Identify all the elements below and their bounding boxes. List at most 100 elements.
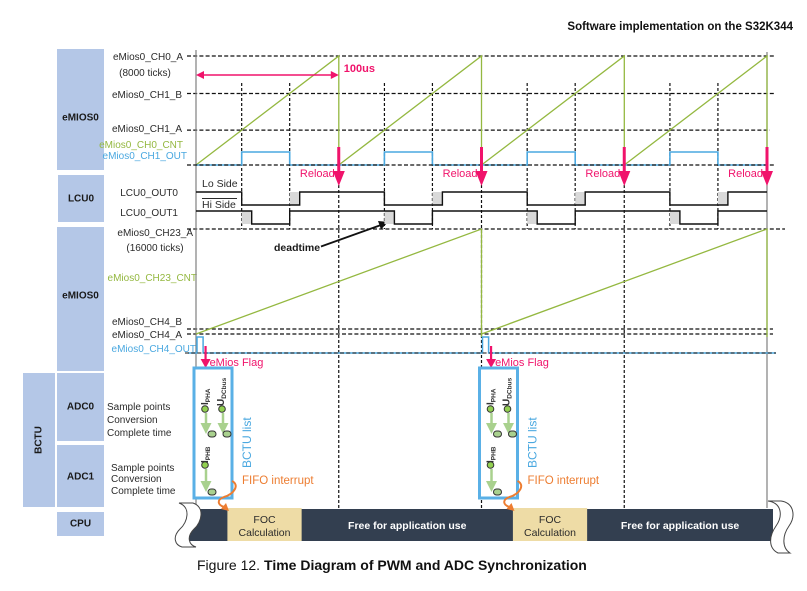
bctu-list-label: BCTU list <box>526 417 540 468</box>
bctu-list-label: BCTU list <box>240 417 254 468</box>
label-ch23-a: eMios0_CH23_A <box>117 228 193 239</box>
hi-side-label: Hi Side <box>202 199 236 211</box>
foc-label-line2: Calculation <box>239 527 291 539</box>
emios-flag-label: eMios Flag <box>495 357 549 369</box>
ch0-counter-ramp <box>623 54 768 166</box>
fifo-interrupt-arrowhead-icon <box>221 503 229 511</box>
ch4-out-waveform <box>188 336 776 354</box>
conversion-complete-icon <box>508 430 517 438</box>
reload-arrowhead-icon <box>332 171 345 186</box>
label-ch1-out: eMios0_CH1_OUT <box>103 151 187 162</box>
conversion-complete-icon <box>493 488 502 496</box>
group-adc1: ADC1 <box>57 445 104 507</box>
conversion-complete-icon <box>222 430 232 438</box>
sample-point-icon <box>201 461 209 469</box>
label-ch1-b: eMios0_CH1_B <box>112 90 182 101</box>
lcu-out1-deadtime <box>384 211 395 224</box>
group-emios0-top: eMIOS0 <box>57 49 104 170</box>
group-cpu: CPU <box>57 512 104 536</box>
foc-label-line2: Calculation <box>524 527 576 539</box>
conversion-arrowhead-icon <box>486 423 497 434</box>
ch23-counter-ramp <box>481 228 768 337</box>
fifo-interrupt-arrowhead-icon <box>506 503 515 511</box>
adc1-desc-line: Complete time <box>111 486 176 497</box>
sample-point-icon <box>486 405 495 413</box>
label-ch0-cnt: eMios0_CH0_CNT <box>99 140 183 151</box>
fifo-interrupt-curve <box>503 480 523 508</box>
adc1-desc-line: Conversion <box>111 474 162 485</box>
foc-label-line1: FOC <box>253 514 276 526</box>
reload-label: Reload <box>300 168 335 180</box>
label-ch0-a: eMios0_CH0_A <box>113 52 183 63</box>
conversion-arrowhead-icon <box>200 481 212 492</box>
conversion-complete-icon <box>493 430 502 438</box>
group-adc0: ADC0 <box>57 373 104 441</box>
free-for-application-label: Free for application use <box>348 520 467 532</box>
timeline-break-right-icon <box>767 500 794 554</box>
adc1-desc-line: Sample points <box>111 463 174 474</box>
group-emios0-bottom: eMIOS0 <box>57 227 104 371</box>
lcu-out0-deadtime <box>575 192 586 205</box>
signal-subscript: PHA <box>491 388 498 402</box>
group-label: ADC1 <box>67 472 95 483</box>
signal-symbol: U <box>502 399 513 406</box>
adc0-desc-line: Sample points <box>107 402 170 413</box>
lcu-out0-waveform <box>196 191 767 206</box>
bctu-signal-dcbus-label: UDCbus <box>502 377 514 406</box>
lcu-out0-deadtime <box>432 192 443 205</box>
group-lcu0: LCU0 <box>58 175 104 222</box>
label-ch23-cnt: eMios0_CH23_CNT <box>108 273 197 284</box>
emios-flag-arrowhead-icon <box>486 359 497 368</box>
group-box <box>57 227 104 371</box>
group-box <box>57 373 104 441</box>
label-lcu-out0: LCU0_OUT0 <box>120 188 178 199</box>
bctu-signal-pha-label: IPHA <box>200 388 212 405</box>
adc0-desc-line: Conversion <box>107 415 158 426</box>
signal-subscript: DCbus <box>507 377 514 398</box>
reload-label: Reload <box>728 168 763 180</box>
lcu-out1-deadtime <box>669 211 680 224</box>
free-for-application-label: Free for application use <box>621 520 740 532</box>
label-ch4-out: eMios0_CH4_OUT <box>112 344 196 355</box>
sample-point-icon <box>486 461 495 469</box>
waveforms <box>185 54 776 354</box>
timeline-break-left-icon <box>174 502 202 548</box>
reload-label: Reload <box>443 168 478 180</box>
period-arrow-right-icon <box>330 71 339 79</box>
fifo-interrupt-label: FIFO interrupt <box>242 475 314 487</box>
foc-label-line1: FOC <box>539 514 562 526</box>
conversion-arrowhead-icon <box>217 423 229 434</box>
label-ch4-b: eMios0_CH4_B <box>112 317 182 328</box>
page-header-title: Software implementation on the S32K344 <box>567 21 793 33</box>
group-box <box>58 175 104 222</box>
group-label: CPU <box>70 519 91 530</box>
emios-flag-arrowhead-icon <box>200 359 211 368</box>
deadtime-arrow-line <box>320 224 382 248</box>
foc-calculation-block <box>227 508 302 541</box>
label-ch4-a: eMios0_CH4_A <box>112 330 182 341</box>
bctu-signal-dcbus-label: UDCbus <box>216 377 228 406</box>
ch23-counter-ramp <box>195 228 483 337</box>
reload-label: Reload <box>585 168 620 180</box>
signal-subscript: PHB <box>205 446 212 460</box>
ch0-counter-ramp <box>195 54 340 166</box>
conversion-arrowhead-icon <box>503 423 514 434</box>
group-box <box>57 49 104 170</box>
fifo-interrupt-curve <box>217 480 237 508</box>
signal-subscript: DCbus <box>221 377 228 398</box>
signal-symbol: I <box>200 402 211 405</box>
caption-prefix: Figure 12. <box>197 557 260 573</box>
group-box <box>23 373 55 507</box>
conversion-complete-icon <box>207 488 217 496</box>
group-label: eMIOS0 <box>62 291 99 302</box>
sample-point-icon <box>503 405 512 413</box>
group-label: ADC0 <box>67 402 95 413</box>
ch0-counter-ramp <box>481 54 625 166</box>
group-box <box>57 445 104 507</box>
fifo-interrupt-label: FIFO interrupt <box>528 475 600 487</box>
